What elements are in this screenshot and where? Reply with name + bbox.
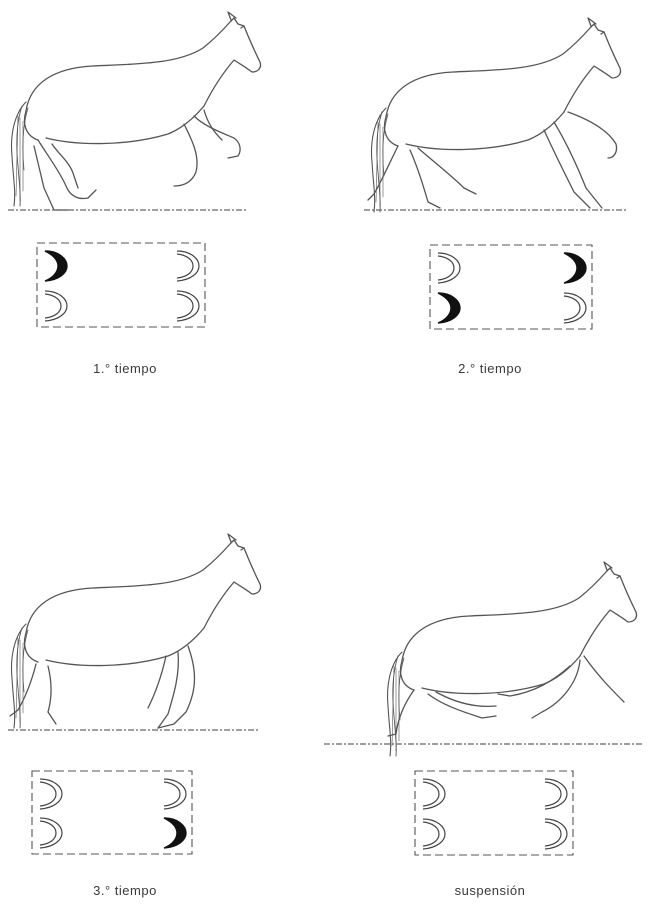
- hoof-print-bottom-left-panel-1: [45, 291, 67, 321]
- caption-suspension: suspensión: [390, 883, 590, 898]
- hoof-print-bottom-right-panel-1: [177, 291, 199, 321]
- hoof-print-bottom-left-panel-2: [438, 293, 460, 323]
- horse-figure-2: [364, 18, 626, 212]
- hoof-print-top-left-panel-2: [438, 253, 460, 283]
- hoof-print-bottom-right-panel-2: [564, 293, 586, 323]
- caption-second-beat: 2.° tiempo: [390, 361, 590, 376]
- hoof-print-top-right-panel-4: [545, 779, 567, 809]
- horse-figure-3: [8, 534, 261, 730]
- hoof-print-bottom-left-panel-4: [423, 819, 445, 849]
- hoof-print-top-right-panel-3: [164, 779, 186, 809]
- hoof-print-top-left-panel-4: [423, 779, 445, 809]
- hoof-print-bottom-right-panel-4: [545, 819, 567, 849]
- hoof-print-top-left-panel-3: [40, 779, 62, 809]
- hoof-prints: [40, 251, 586, 849]
- caption-third-beat: 3.° tiempo: [25, 883, 225, 898]
- horse-figure-1: [8, 12, 261, 210]
- hoof-print-top-left-panel-1: [45, 251, 67, 281]
- hoof-print-top-right-panel-2: [564, 253, 586, 283]
- hoof-print-top-right-panel-1: [177, 251, 199, 281]
- hoof-print-bottom-left-panel-3: [40, 818, 62, 848]
- horse-figure-4: [324, 562, 642, 756]
- caption-first-beat: 1.° tiempo: [25, 361, 225, 376]
- hoof-print-bottom-right-panel-3: [164, 818, 186, 848]
